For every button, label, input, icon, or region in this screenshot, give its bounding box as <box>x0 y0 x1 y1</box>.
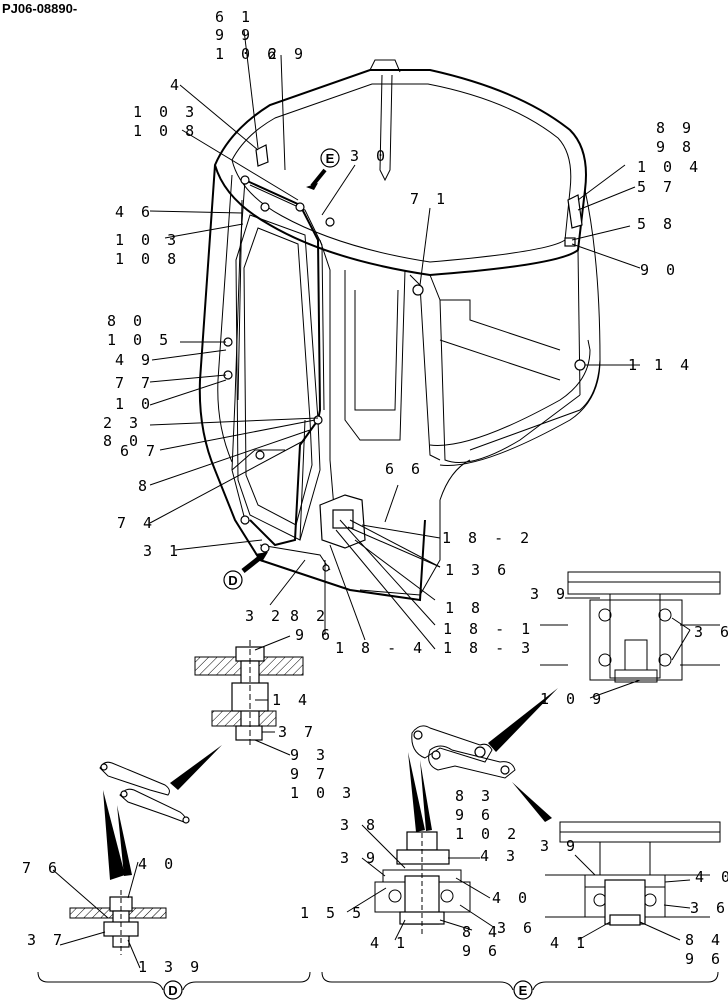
callout: 8 2 <box>290 607 329 625</box>
callout: 2 3 <box>103 414 142 432</box>
callout: 3 7 <box>278 723 317 741</box>
view-bracket-e <box>321 971 719 991</box>
callout: 1 3 6 <box>445 561 510 579</box>
callout: 3 8 <box>340 816 379 834</box>
callout: 1 0 9 <box>540 690 605 708</box>
callout: 1 0 4 <box>637 158 702 176</box>
view-bracket-d <box>37 971 311 991</box>
view-label-d-top: D <box>223 570 243 590</box>
svg-text:D: D <box>168 983 177 998</box>
view-label-d-bottom: D <box>163 980 183 1000</box>
callout: 3 9 <box>340 849 379 867</box>
callout: 4 9 <box>115 351 154 369</box>
callout: 9 8 <box>656 138 695 156</box>
callout: 1 4 <box>272 691 311 709</box>
detail-e-assembly <box>374 825 471 935</box>
callout: 8 4 <box>462 923 501 941</box>
callout: 8 9 <box>656 119 695 137</box>
callout: 9 3 <box>290 746 329 764</box>
callout: 1 8 <box>445 599 484 617</box>
callout: 9 0 <box>640 261 679 279</box>
callout: 8 4 <box>685 931 724 949</box>
callout: 4 0 <box>695 868 728 886</box>
callout: 4 1 <box>370 934 409 952</box>
callout: 1 3 9 <box>138 958 203 976</box>
callout: 1 8 - 4 <box>335 639 426 657</box>
callout: 9 6 <box>685 950 724 968</box>
view-arrow-d <box>241 552 268 573</box>
callout: 8 3 <box>455 787 494 805</box>
callout: 9 6 <box>295 626 334 644</box>
detail-e-assembly-right <box>545 821 721 926</box>
view-label-e-bottom: E <box>513 980 533 1000</box>
callout: 9 6 <box>455 806 494 824</box>
callout: 6 1 <box>215 8 254 26</box>
callout: 1 0 3 <box>133 103 198 121</box>
svg-text:E: E <box>326 151 335 166</box>
callout: 5 7 <box>637 178 676 196</box>
callout: 1 8 - 1 <box>443 620 534 638</box>
detail-d-assembly <box>69 890 167 955</box>
callout: 3 0 <box>350 147 389 165</box>
callout: 4 1 <box>550 934 589 952</box>
view-label-e-top: E <box>320 148 340 168</box>
callout: 3 9 <box>530 585 569 603</box>
callout: 3 6 <box>690 899 728 917</box>
svg-text:E: E <box>519 983 528 998</box>
callout: 6 6 <box>385 460 424 478</box>
pointer-wedges <box>103 688 558 880</box>
svg-text:D: D <box>228 573 237 588</box>
detail-bolt-14 <box>194 640 304 745</box>
callout: 5 8 <box>637 215 676 233</box>
callout: 7 1 <box>410 190 449 208</box>
callout: 4 3 <box>480 847 519 865</box>
callout: 1 0 6 <box>215 45 280 63</box>
callout: 8 0 <box>107 312 146 330</box>
callout: 6 7 <box>120 442 159 460</box>
callout: 3 7 <box>27 931 66 949</box>
callout: 7 6 <box>22 859 61 877</box>
callout: 4 <box>170 76 183 94</box>
callout: 1 8 - 3 <box>443 639 534 657</box>
callout: 1 0 3 <box>290 784 355 802</box>
callout: 1 0 5 <box>107 331 172 349</box>
callout-labels: 6 1 9 9 1 0 6 2 9 4 1 0 3 1 0 8 3 0 4 6 … <box>22 8 728 976</box>
detail-link-arm-d <box>99 761 190 824</box>
callout: 3 1 <box>143 542 182 560</box>
callout: 1 5 5 <box>300 904 365 922</box>
cab-frame <box>198 59 601 602</box>
callout: 7 4 <box>117 514 156 532</box>
callout: 3 6 <box>497 919 536 937</box>
callout: 3 9 <box>540 837 579 855</box>
callout: 1 8 - 2 <box>442 529 533 547</box>
callout: 2 9 <box>268 45 307 63</box>
cab-fasteners <box>223 144 586 572</box>
callout: 3 2 <box>245 607 284 625</box>
callout: 9 9 <box>215 26 254 44</box>
callout: 7 7 <box>115 374 154 392</box>
detail-bearing-109 <box>540 571 721 683</box>
callout: 1 4 0 <box>112 855 177 873</box>
callout: 4 6 <box>115 203 154 221</box>
callout: 1 1 4 <box>628 356 693 374</box>
callout: 8 0 <box>103 432 142 450</box>
callout: 1 0 2 <box>455 825 520 843</box>
callout: 1 0 <box>115 395 154 413</box>
callout: 1 0 8 <box>115 250 180 268</box>
callout: 4 0 <box>492 889 531 907</box>
callout: 1 0 8 <box>133 122 198 140</box>
leader-lines <box>52 29 691 969</box>
callout: 1 0 3 <box>115 231 180 249</box>
callout: 8 <box>138 477 151 495</box>
callout: 9 6 <box>462 942 501 960</box>
view-arrow-e <box>306 168 327 190</box>
callout: 9 7 <box>290 765 329 783</box>
callout: 3 6 <box>694 623 728 641</box>
document-id: PJ06-08890- <box>2 1 78 16</box>
detail-link-arm <box>411 725 516 779</box>
